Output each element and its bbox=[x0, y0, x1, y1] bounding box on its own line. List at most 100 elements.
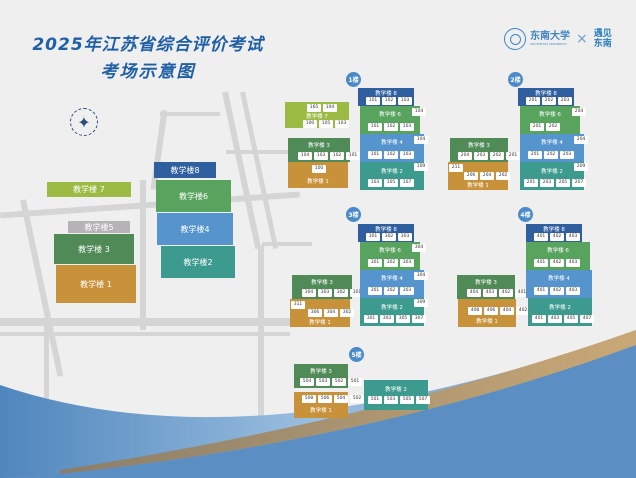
university-logo: 东南大学 SOUTHEAST UNIVERSITY × 遇见 东南 bbox=[504, 28, 612, 50]
room-number: 203 bbox=[540, 179, 554, 187]
map-building-8[interactable]: 教学楼8 bbox=[154, 162, 216, 178]
room-number: 211 bbox=[449, 164, 463, 172]
road bbox=[262, 242, 312, 246]
room-list: 104 bbox=[412, 108, 426, 116]
room-number: 505 bbox=[400, 396, 414, 404]
room-number: 102 bbox=[330, 152, 344, 160]
room-number: 201 bbox=[506, 152, 520, 160]
room-number: 203 bbox=[474, 152, 488, 160]
room-number: 103 bbox=[398, 97, 412, 105]
building-label: 教学楼 2 bbox=[385, 387, 407, 393]
room-number: 100 bbox=[312, 165, 326, 173]
room-number: 403 bbox=[566, 233, 580, 241]
road bbox=[140, 180, 146, 330]
building-label: 教学楼 1 bbox=[467, 183, 489, 189]
map-building-7[interactable]: 教学楼 7 bbox=[47, 182, 131, 197]
building-label: 教学楼 4 bbox=[548, 276, 570, 282]
room-list: 100 bbox=[312, 165, 326, 173]
map-building-1[interactable]: 教学楼 1 bbox=[56, 265, 136, 303]
building-label: 教学楼 1 bbox=[310, 408, 332, 414]
room-list: 304 bbox=[414, 272, 428, 280]
room-list: 204 bbox=[572, 108, 586, 116]
room-number: 209 bbox=[574, 163, 588, 171]
room-number: 503 bbox=[384, 396, 398, 404]
room-list: 204 bbox=[574, 136, 588, 144]
room-number: 204 bbox=[458, 152, 472, 160]
room-number: 401 bbox=[515, 289, 529, 297]
room-number: 302 bbox=[382, 233, 396, 241]
building-label: 教学楼 8 bbox=[375, 91, 397, 97]
map-building-4[interactable]: 教学楼4 bbox=[157, 213, 233, 245]
title-line-2: 考场示意图 bbox=[100, 62, 196, 82]
room-number: 202 bbox=[544, 151, 558, 159]
room-number: 402 bbox=[499, 289, 513, 297]
room-number: 104 bbox=[323, 104, 337, 112]
room-number: 311 bbox=[291, 301, 305, 309]
building-label: 教学楼 6 bbox=[547, 248, 569, 254]
building-label: 教学楼 3 bbox=[468, 143, 490, 149]
room-number: 204 bbox=[480, 172, 494, 180]
road bbox=[0, 332, 290, 336]
room-number: 105 bbox=[384, 179, 398, 187]
room-number: 301 bbox=[368, 287, 382, 295]
floor-badge-4: 4楼 bbox=[518, 207, 533, 222]
room-number: 301 bbox=[368, 259, 382, 267]
map-building-6[interactable]: 教学楼6 bbox=[156, 180, 231, 212]
room-number: 207 bbox=[572, 179, 586, 187]
room-number: 206 bbox=[464, 172, 478, 180]
map-building-5[interactable]: 教学楼5 bbox=[68, 221, 130, 233]
room-number: 303 bbox=[398, 233, 412, 241]
room-number: 402 bbox=[550, 287, 564, 295]
room-number: 503 bbox=[316, 378, 330, 386]
room-number: 307 bbox=[412, 315, 426, 323]
building-label: 教学楼 8 bbox=[535, 91, 557, 97]
building-label: 教学楼 6 bbox=[379, 112, 401, 118]
floor-badge-5: 5楼 bbox=[349, 347, 364, 362]
map-building-2[interactable]: 教学楼2 bbox=[161, 246, 235, 278]
building-label: 教学楼 3 bbox=[308, 143, 330, 149]
room-number: 403 bbox=[483, 289, 497, 297]
room-number: 103 bbox=[400, 151, 414, 159]
room-number: 105 bbox=[319, 120, 333, 128]
title-line-1: 2025年江苏省综合评价考试 bbox=[32, 35, 264, 55]
room-list: 311 bbox=[291, 301, 305, 309]
room-number: 404 bbox=[467, 289, 481, 297]
room-number: 302 bbox=[384, 259, 398, 267]
floor-badge-3: 3楼 bbox=[346, 207, 361, 222]
room-number: 405 bbox=[564, 315, 578, 323]
building-label: 教学楼 7 bbox=[306, 114, 328, 120]
room-number: 304 bbox=[324, 309, 338, 317]
room-list: 304 bbox=[412, 244, 426, 252]
room-number: 301 bbox=[366, 233, 380, 241]
building-label: 教学楼 1 bbox=[309, 320, 331, 326]
road bbox=[44, 320, 49, 420]
room-number: 302 bbox=[384, 287, 398, 295]
room-number: 504 bbox=[300, 378, 314, 386]
room-number: 202 bbox=[542, 97, 556, 105]
floor-badge-2: 2楼 bbox=[508, 72, 523, 87]
building-label: 教学楼 4 bbox=[381, 140, 403, 146]
room-number: 303 bbox=[318, 289, 332, 297]
map-building-3[interactable]: 教学楼 3 bbox=[54, 234, 134, 264]
room-number: 205 bbox=[556, 179, 570, 187]
